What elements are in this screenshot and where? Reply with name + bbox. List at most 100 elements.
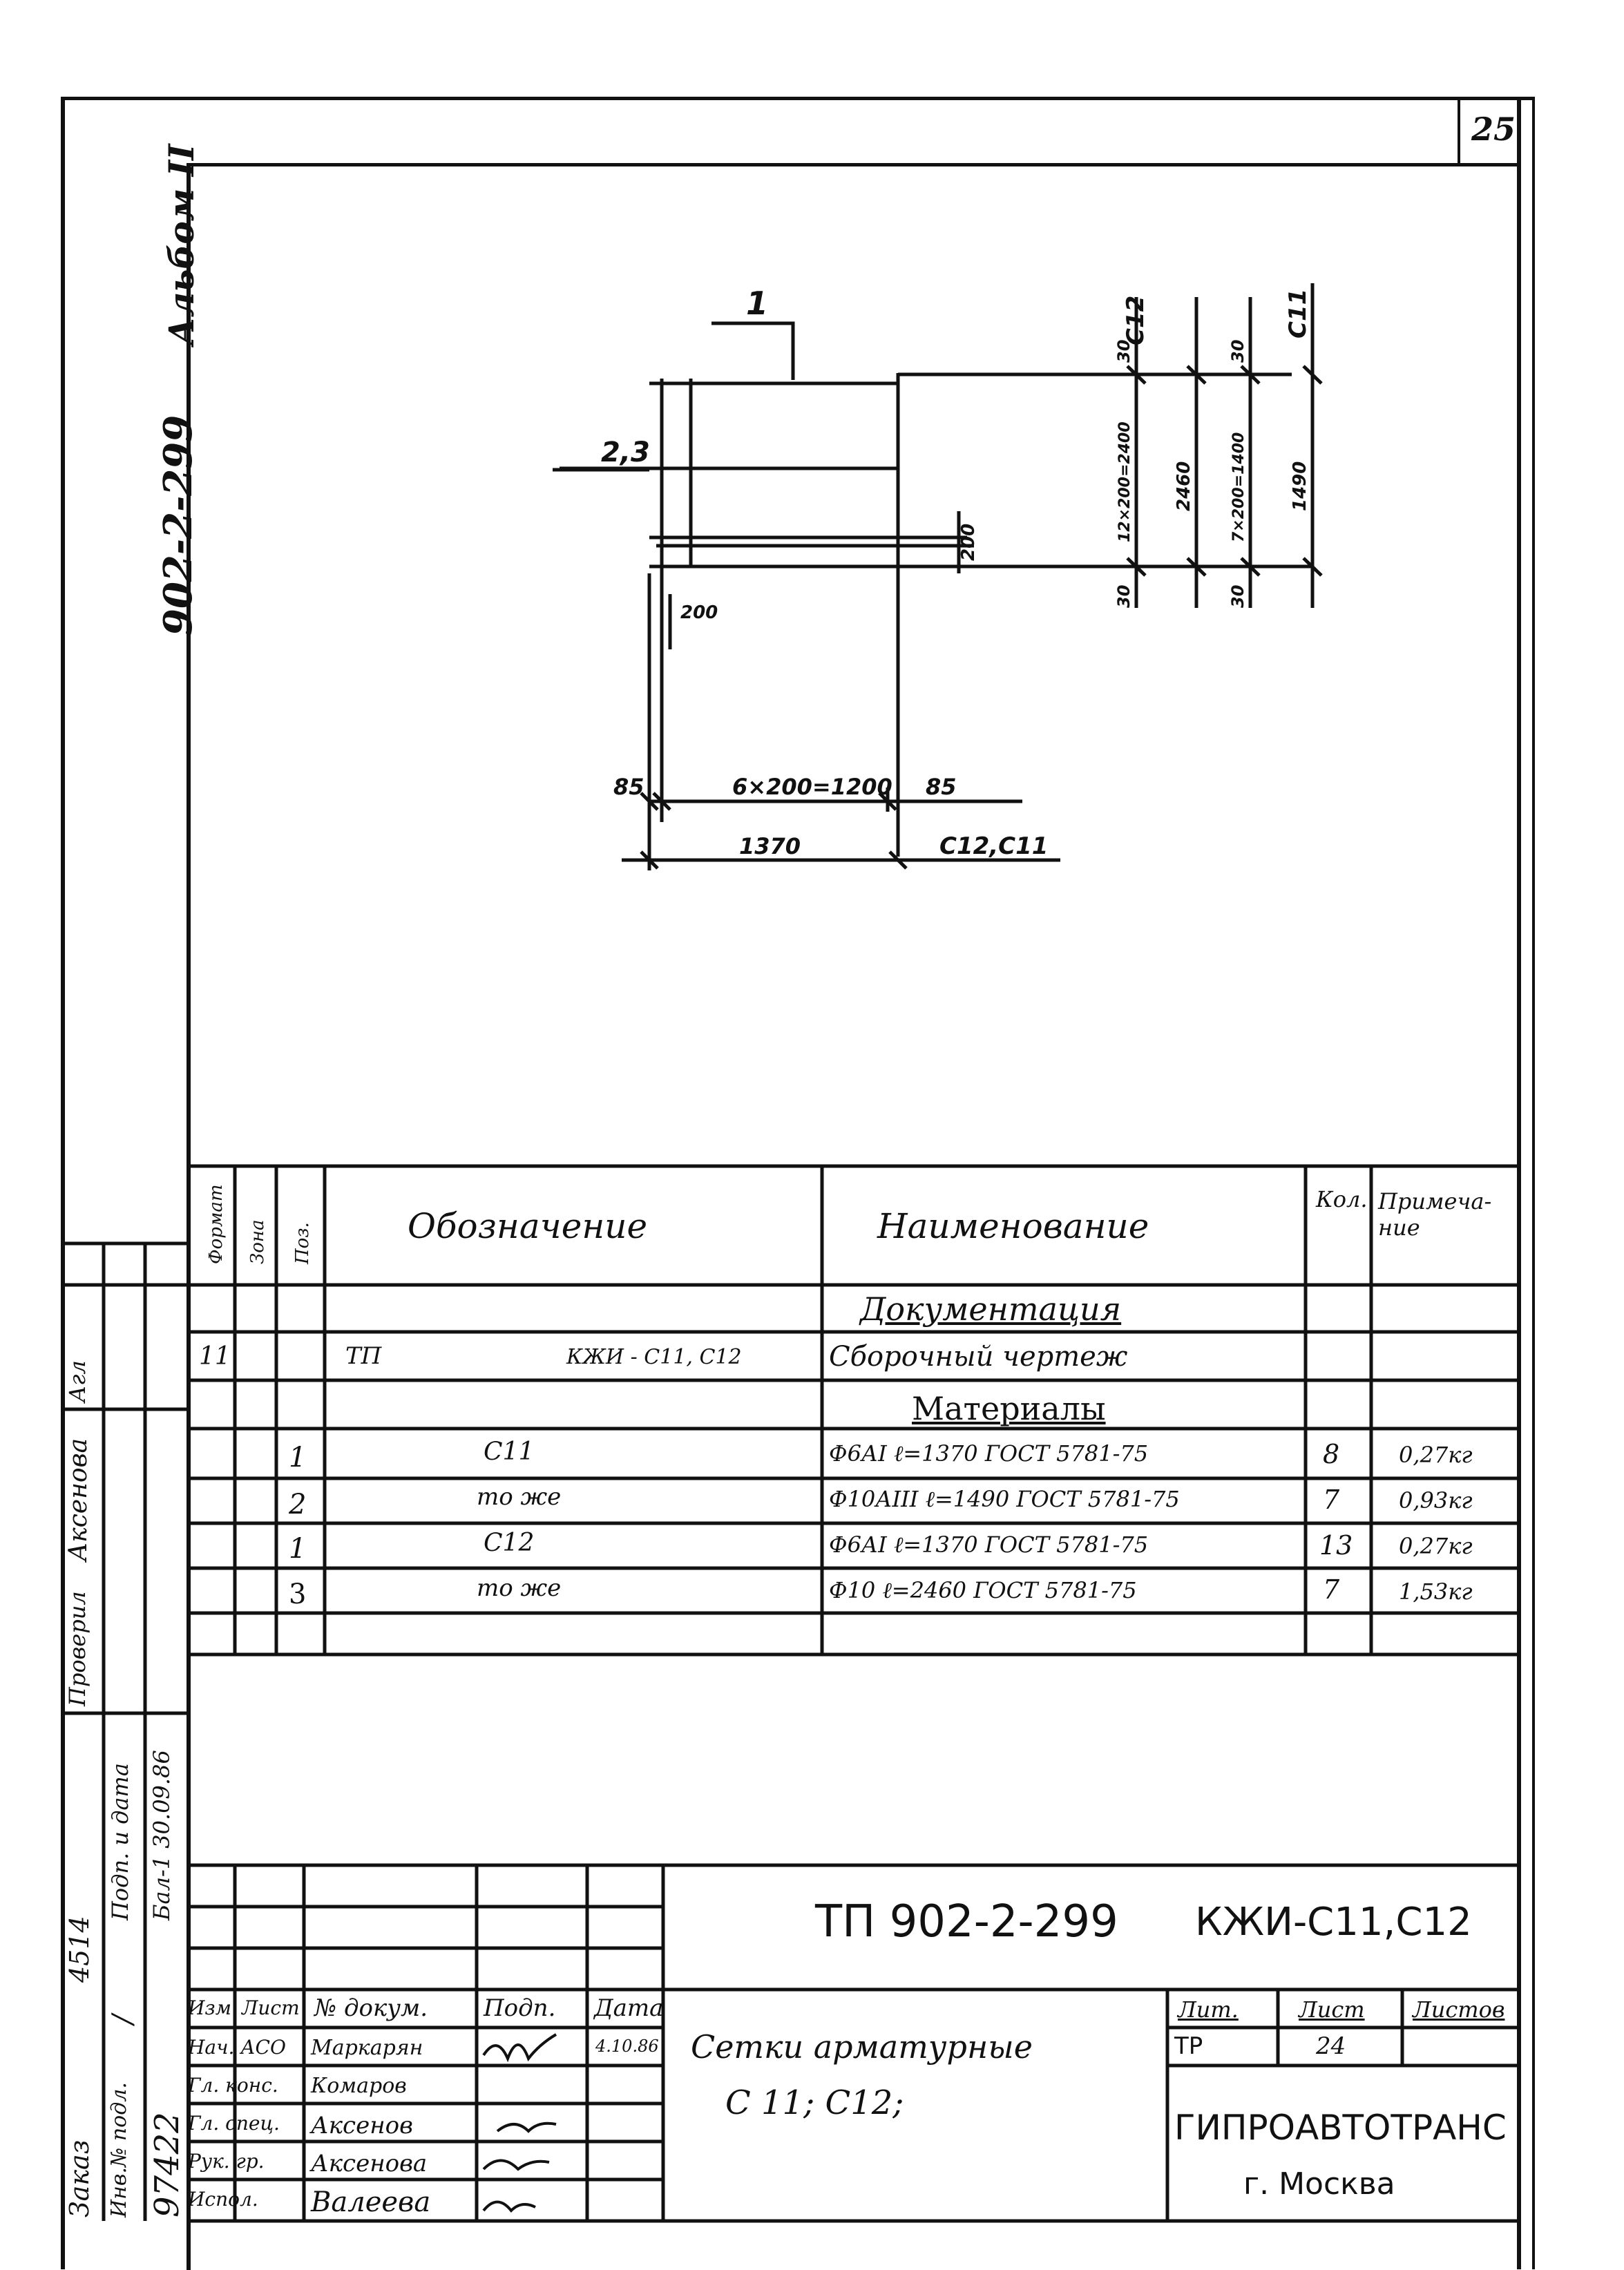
col-header-doc: № докум. [314, 1994, 428, 2022]
row-3-qty: 8 [1323, 1439, 1340, 1469]
dim-a-mid: 12×200=2400 [1116, 421, 1134, 542]
sheet-value: 24 [1316, 2032, 1346, 2060]
order-label: Заказ [64, 2139, 95, 2217]
lit-value: ТР [1174, 2032, 1203, 2060]
sign-value: Бал-1 30.09.86 [149, 1750, 175, 1920]
inner-frame-top [187, 163, 1520, 166]
order-value: 4514 [64, 1916, 95, 1983]
person-0-name: Маркарян [311, 2036, 423, 2060]
col-header-sign: Подп. [484, 1994, 556, 2022]
row-6-name: Ф10 ℓ=2460 ГОСТ 5781-75 [829, 1577, 1137, 1603]
lit-header: Лит. [1178, 1996, 1239, 2023]
row-0-name: Документация [860, 1290, 1122, 1328]
checked-name: Аксенова [64, 1438, 93, 1561]
callout-1-label: 1 [746, 285, 768, 322]
row-3-pos: 1 [289, 1442, 307, 1473]
row-5-designation-a: С12 [484, 1529, 535, 1557]
doc-suffix: КЖИ-С11,С12 [1195, 1900, 1472, 1945]
person-1-name: Комаров [311, 2074, 407, 2098]
row-1-name: Сборочный чертеж [829, 1341, 1128, 1373]
person-4-name: Валеева [311, 2186, 431, 2218]
dim-a-tag: C12 [1122, 296, 1149, 345]
row-6-designation-a: то же [477, 1574, 562, 1602]
sheet-number: 25 [1471, 111, 1516, 148]
row-3-designation-a: С11 [484, 1438, 535, 1466]
org-line1: ГИПРОАВТОТРАНС [1174, 2108, 1507, 2148]
person-0-role: Нач. АСО [188, 2036, 286, 2059]
dim-c-top: 30 [1228, 340, 1248, 363]
row-4-designation-a: то же [477, 1483, 562, 1511]
inv-slash: / [107, 2014, 139, 2024]
outer-frame-right [1532, 97, 1535, 2269]
col-header-izm: Изм. [188, 1996, 238, 2019]
sign-label: Подп. и дата [107, 1763, 133, 1920]
row-5-pos: 1 [289, 1533, 307, 1565]
dim-d-mid: 1490 [1290, 461, 1310, 511]
outer-frame-top [61, 97, 1532, 100]
checked-label: Проверил [64, 1591, 90, 1706]
checked-sign: Агл [64, 1360, 90, 1402]
row-6-pos: 3 [289, 1578, 307, 1610]
person-3-name: Аксенова [311, 2150, 428, 2177]
inv-label: Инв.№ подл. [107, 2082, 131, 2217]
row-5-name: Ф6АI ℓ=1370 ГОСТ 5781-75 [829, 1532, 1149, 1558]
header-note: Примеча- ние [1378, 1188, 1492, 1241]
dim-a-bot: 30 [1114, 585, 1134, 608]
person-3-role: Рук. гр. [188, 2150, 265, 2173]
dim-left-85-label: 85 [613, 774, 644, 800]
row-5-note: 0,27кг [1399, 1533, 1473, 1559]
header-name: Наименование [877, 1206, 1149, 1246]
dim-a-top: 30 [1114, 340, 1134, 363]
sheets-header: Листов [1413, 1996, 1505, 2023]
inner-frame-right [1517, 100, 1521, 2269]
col-header-list: Лист [242, 1996, 300, 2019]
dim-b-mid: 2460 [1174, 461, 1194, 511]
reinforcement-mesh-drawing: 1 2,3 200 200 85 6×200=1200 85 1370 C12,… [553, 283, 1323, 870]
callout-1-leader [711, 321, 795, 380]
label-c12c11: C12,C11 [939, 832, 1048, 860]
person-2-role: Гл. спец. [188, 2112, 280, 2135]
person-2-name: Аксенов [311, 2112, 413, 2139]
person-1-role: Гл. конс. [188, 2074, 278, 2097]
row-3-name: Ф6АI ℓ=1370 ГОСТ 5781-75 [829, 1440, 1149, 1467]
description-line2: С 11; С12; [725, 2083, 904, 2122]
dim-200-small-label: 200 [680, 602, 718, 623]
dim-200-mid-label: 200 [958, 524, 979, 561]
row-5-qty: 13 [1319, 1530, 1353, 1561]
dim-right-85-label: 85 [926, 774, 957, 800]
description-line1: Сетки арматурные [691, 2028, 1033, 2066]
dim-c-bot: 30 [1228, 585, 1248, 608]
org-line2: г. Москва [1243, 2166, 1395, 2202]
row-3-note: 0,27кг [1399, 1442, 1473, 1468]
col-header-date: Дата [594, 1994, 664, 2022]
row-4-qty: 7 [1323, 1485, 1340, 1515]
person-0-date: 4.10.86 [595, 2037, 659, 2056]
sheet-number-box-left [1458, 97, 1460, 163]
header-designation: Обозначение [408, 1206, 648, 1246]
row-1-format: 11 [199, 1342, 231, 1371]
doc-code: ТП 902-2-299 [815, 1896, 1118, 1947]
row-4-name: Ф10АIII ℓ=1490 ГОСТ 5781-75 [829, 1486, 1180, 1512]
sheet-header: Лист [1299, 1996, 1365, 2023]
dim-bottom-mid-label: 6×200=1200 [732, 774, 892, 800]
inv-value: 97422 [148, 2112, 187, 2217]
person-4-role: Испол. [188, 2188, 258, 2211]
dim-c-mid: 7×200=1400 [1230, 432, 1248, 542]
callout-23-label: 2,3 [601, 437, 650, 468]
header-qty: Кол. [1316, 1186, 1368, 1212]
outer-frame-left [61, 97, 65, 2269]
inner-frame-left [187, 163, 191, 2270]
row-1-designation-a: ТП [345, 1342, 382, 1370]
row-4-pos: 2 [289, 1489, 307, 1520]
row-1-designation-b: КЖИ - С11, С12 [566, 1345, 742, 1369]
row-2-name: Материалы [912, 1390, 1106, 1427]
row-4-note: 0,93кг [1399, 1487, 1473, 1514]
row-6-note: 1,53кг [1399, 1578, 1473, 1605]
dim-c-tag: C11 [1284, 289, 1312, 338]
row-6-qty: 7 [1323, 1574, 1340, 1605]
dim-1370-label: 1370 [739, 833, 801, 859]
